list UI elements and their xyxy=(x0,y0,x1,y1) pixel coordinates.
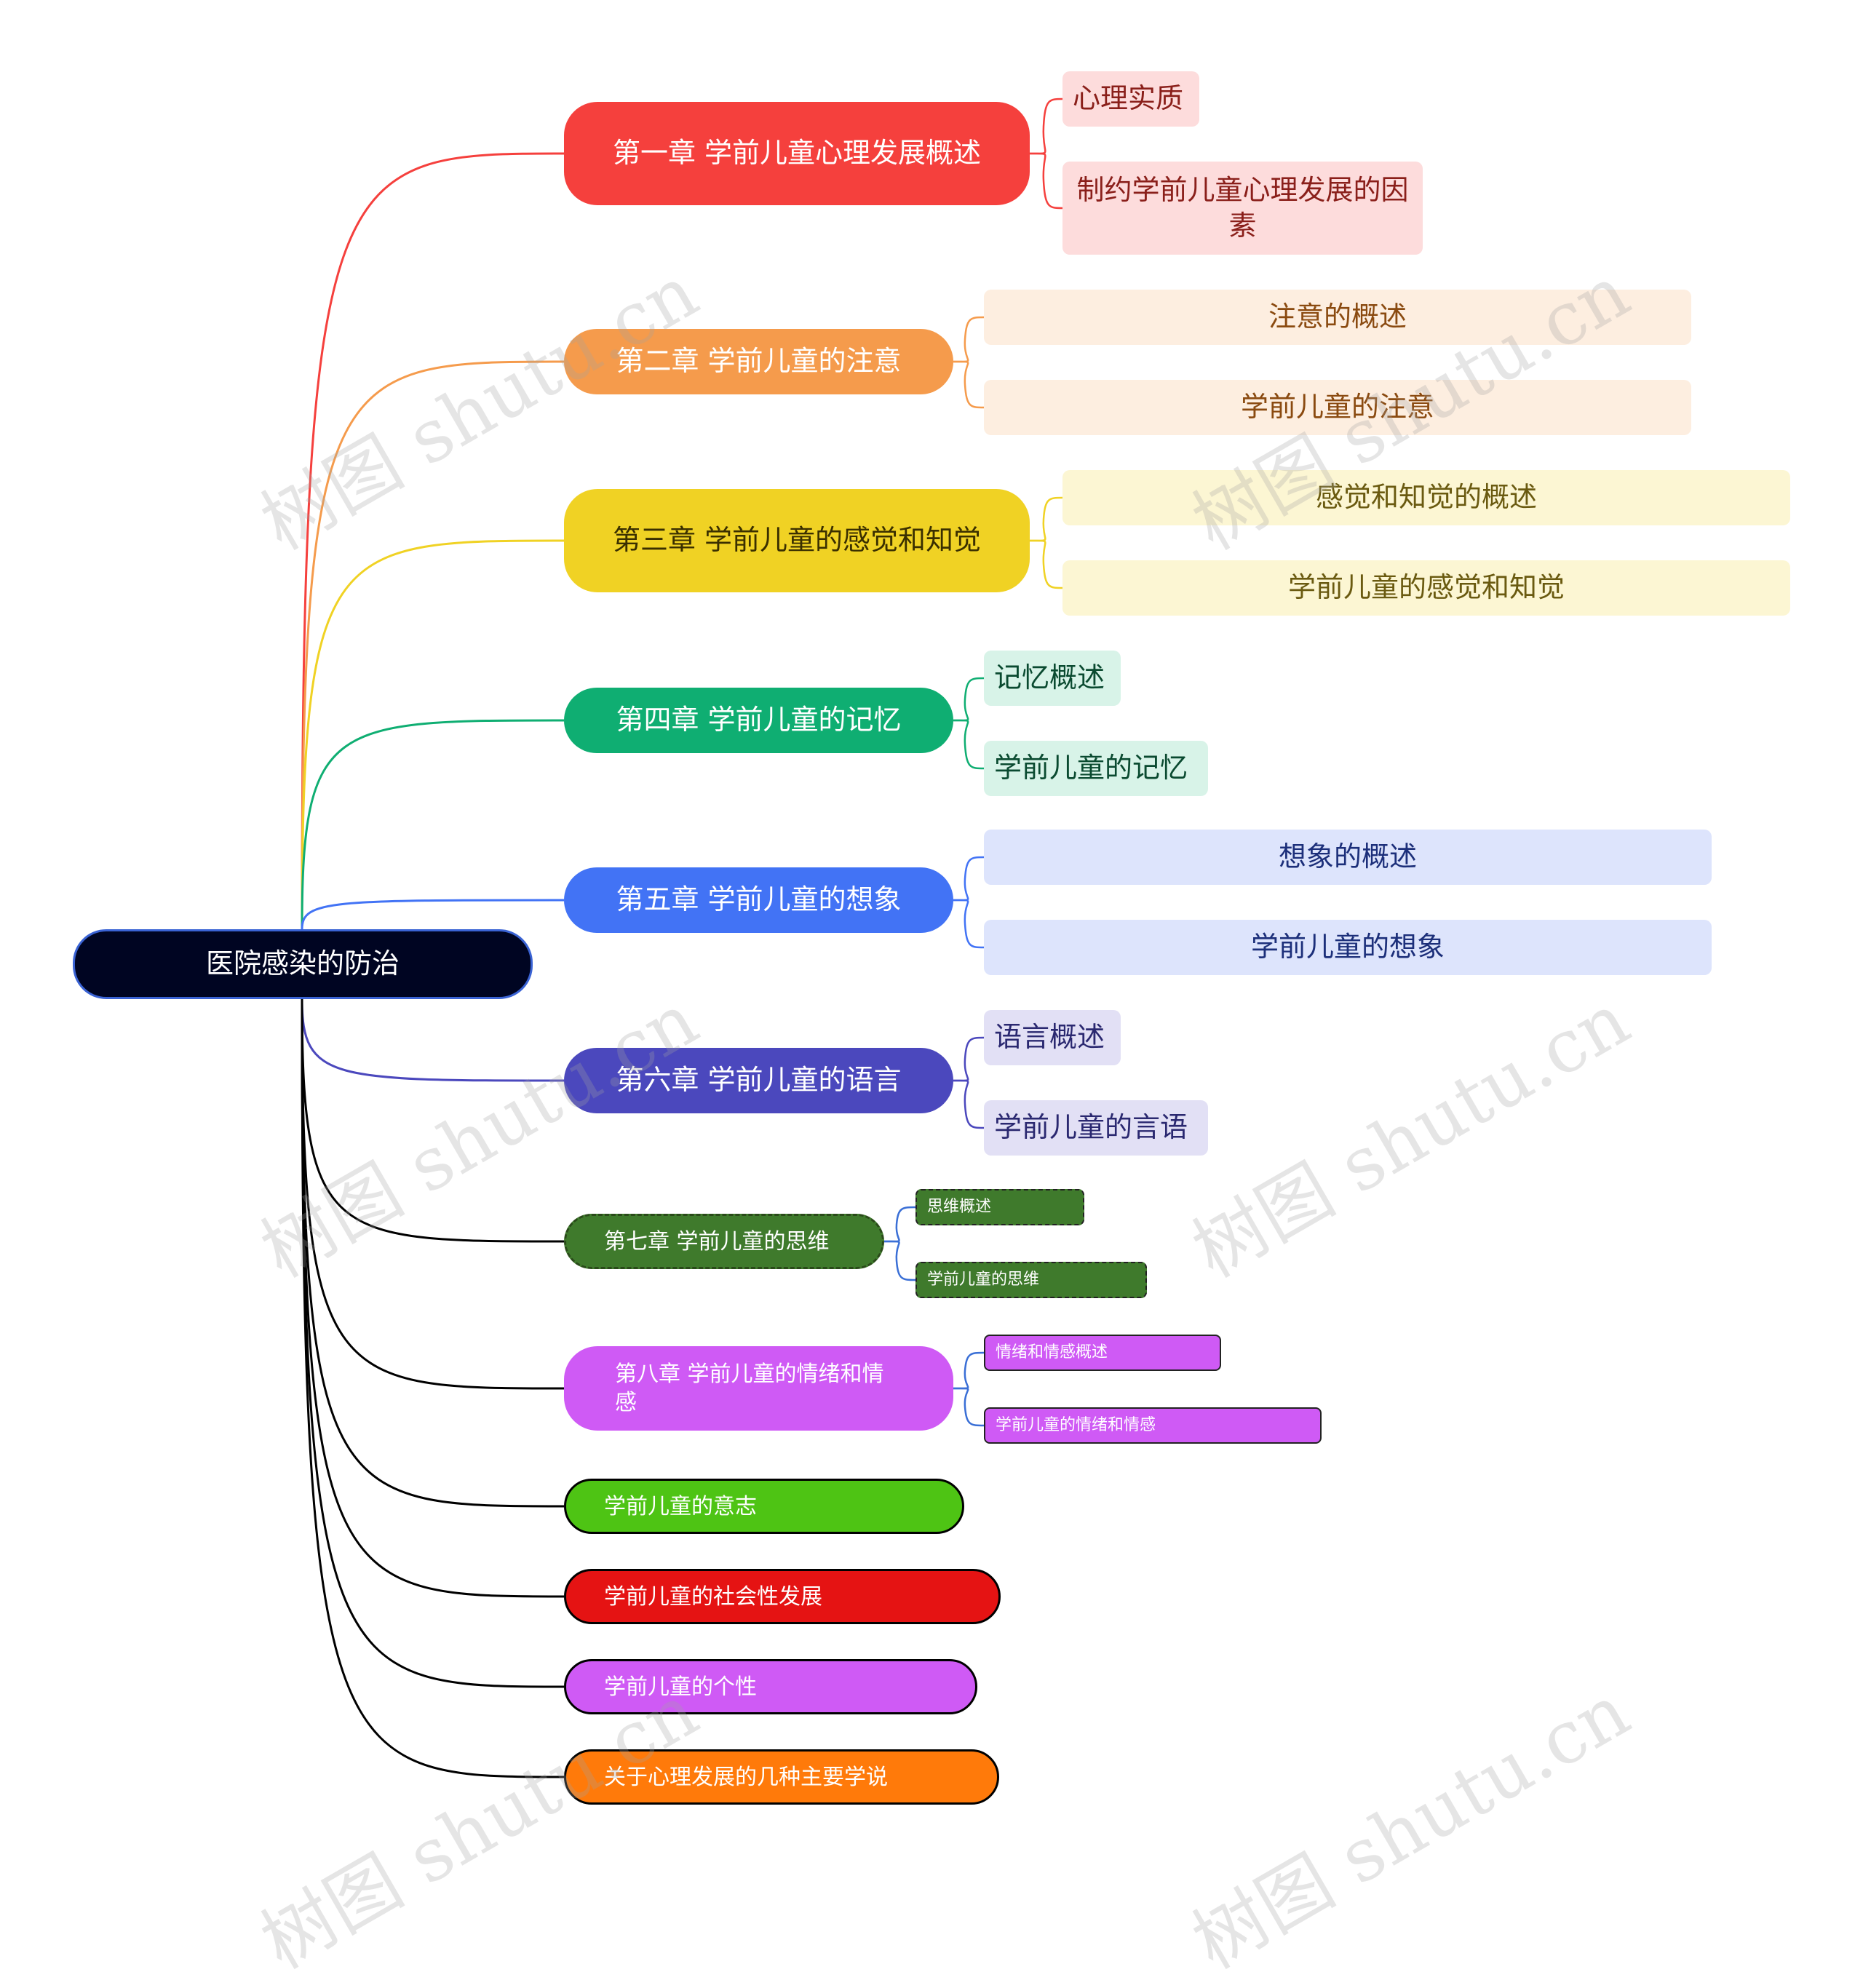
connector-root-chapter xyxy=(301,899,565,930)
topic-label: 学前儿童的情绪和情感 xyxy=(996,1415,1156,1434)
topic-label: 语言概述 xyxy=(994,1021,1105,1054)
connector-chapter-topic xyxy=(953,677,985,722)
chapter-label: 学前儿童的社会性发展 xyxy=(604,1583,822,1610)
chapter-label: 关于心理发展的几种主要学说 xyxy=(604,1764,888,1790)
connector-root-chapter xyxy=(301,998,565,1778)
connector-chapter-topic xyxy=(953,719,985,770)
connector-chapter-topic xyxy=(953,316,985,363)
chapter-node[interactable]: 第一章 学前儿童心理发展概述 xyxy=(564,102,1030,205)
chapter-node[interactable]: 关于心理发展的几种主要学说 xyxy=(564,1749,999,1805)
connector-root-chapter xyxy=(301,998,565,1082)
chapter-label: 第八章 学前儿童的情绪和情感 xyxy=(615,1361,884,1415)
chapter-label: 第六章 学前儿童的语言 xyxy=(616,1064,902,1097)
topic-label: 学前儿童的注意 xyxy=(1240,391,1434,424)
topic-node[interactable]: 注意的概述 xyxy=(984,290,1691,345)
connector-chapter-topic xyxy=(953,899,985,949)
connector-chapter-topic xyxy=(1030,539,1063,589)
connector-chapter-topic xyxy=(1030,98,1063,155)
topic-node[interactable]: 情绪和情感概述 xyxy=(984,1335,1221,1371)
connector-root-chapter xyxy=(301,998,565,1243)
topic-node[interactable]: 想象的概述 xyxy=(984,830,1712,885)
topic-label: 学前儿童的记忆 xyxy=(994,752,1188,784)
root-node[interactable]: 医院感染的防治 xyxy=(73,929,533,999)
mindmap-connectors xyxy=(301,98,1063,1778)
root-label: 医院感染的防治 xyxy=(205,947,400,980)
topic-label: 学前儿童的思维 xyxy=(927,1270,1040,1289)
topic-node[interactable]: 学前儿童的言语 xyxy=(984,1100,1208,1156)
connector-chapter-topic xyxy=(1030,152,1063,210)
chapter-node[interactable]: 学前儿童的社会性发展 xyxy=(564,1569,1001,1624)
topic-node[interactable]: 学前儿童的思维 xyxy=(915,1262,1147,1298)
chapter-label: 第二章 学前儿童的注意 xyxy=(616,345,902,378)
connector-chapter-topic xyxy=(953,1351,985,1390)
topic-node[interactable]: 学前儿童的情绪和情感 xyxy=(984,1407,1322,1444)
chapter-label: 第三章 学前儿童的感觉和知觉 xyxy=(612,524,982,557)
chapter-node[interactable]: 第二章 学前儿童的注意 xyxy=(564,329,953,394)
chapter-label: 第四章 学前儿童的记忆 xyxy=(616,704,902,736)
topic-label: 制约学前儿童心理发展的因素 xyxy=(1076,173,1409,242)
topic-label: 学前儿童的想象 xyxy=(1250,931,1445,963)
chapter-label: 第一章 学前儿童心理发展概述 xyxy=(612,137,982,170)
connector-chapter-topic xyxy=(953,1387,985,1427)
chapter-node[interactable]: 第三章 学前儿童的感觉和知觉 xyxy=(564,489,1030,592)
chapter-label: 第七章 学前儿童的思维 xyxy=(604,1228,830,1255)
topic-label: 情绪和情感概述 xyxy=(996,1343,1108,1361)
connector-chapter-topic xyxy=(884,1206,916,1243)
topic-label: 注意的概述 xyxy=(1268,301,1407,333)
topic-node[interactable]: 记忆概述 xyxy=(984,651,1121,706)
connector-chapter-topic xyxy=(1030,496,1063,542)
topic-label: 心理实质 xyxy=(1073,82,1184,115)
chapter-node[interactable]: 第五章 学前儿童的想象 xyxy=(564,867,953,933)
topic-node[interactable]: 心理实质 xyxy=(1062,71,1199,127)
topic-node[interactable]: 制约学前儿童心理发展的因素 xyxy=(1062,162,1423,255)
topic-node[interactable]: 学前儿童的记忆 xyxy=(984,741,1208,796)
chapter-node[interactable]: 学前儿童的意志 xyxy=(564,1479,964,1534)
topic-node[interactable]: 学前儿童的注意 xyxy=(984,380,1691,435)
chapter-node[interactable]: 第六章 学前儿童的语言 xyxy=(564,1048,953,1113)
chapter-node[interactable]: 第四章 学前儿童的记忆 xyxy=(564,688,953,753)
chapter-label: 第五章 学前儿童的想象 xyxy=(616,883,902,916)
topic-label: 想象的概述 xyxy=(1278,840,1417,873)
connector-root-chapter xyxy=(301,998,565,1508)
chapter-label: 学前儿童的个性 xyxy=(604,1674,757,1700)
connector-root-chapter xyxy=(301,998,565,1688)
connector-chapter-topic xyxy=(953,360,985,409)
topic-node[interactable]: 思维概述 xyxy=(915,1189,1084,1225)
topic-label: 学前儿童的感觉和知觉 xyxy=(1287,571,1565,604)
chapter-label: 学前儿童的意志 xyxy=(604,1493,757,1519)
topic-label: 学前儿童的言语 xyxy=(994,1111,1188,1144)
connector-chapter-topic xyxy=(953,856,985,902)
connector-root-chapter xyxy=(301,152,565,930)
topic-node[interactable]: 学前儿童的感觉和知觉 xyxy=(1062,560,1790,616)
connector-chapter-topic xyxy=(953,1036,985,1082)
connector-root-chapter xyxy=(301,998,565,1390)
topic-label: 思维概述 xyxy=(927,1197,992,1216)
topic-label: 感觉和知觉的概述 xyxy=(1315,481,1537,514)
topic-node[interactable]: 感觉和知觉的概述 xyxy=(1062,470,1790,525)
topic-label: 记忆概述 xyxy=(994,661,1105,694)
connector-chapter-topic xyxy=(953,1079,985,1129)
chapter-node[interactable]: 第七章 学前儿童的思维 xyxy=(564,1214,884,1269)
connector-root-chapter xyxy=(301,360,565,930)
chapter-node[interactable]: 学前儿童的个性 xyxy=(564,1659,977,1714)
connector-root-chapter xyxy=(301,719,565,930)
connector-root-chapter xyxy=(301,539,565,930)
topic-node[interactable]: 学前儿童的想象 xyxy=(984,920,1712,975)
chapter-node[interactable]: 第八章 学前儿童的情绪和情感 xyxy=(564,1346,953,1431)
connector-chapter-topic xyxy=(884,1240,916,1281)
topic-node[interactable]: 语言概述 xyxy=(984,1010,1121,1065)
